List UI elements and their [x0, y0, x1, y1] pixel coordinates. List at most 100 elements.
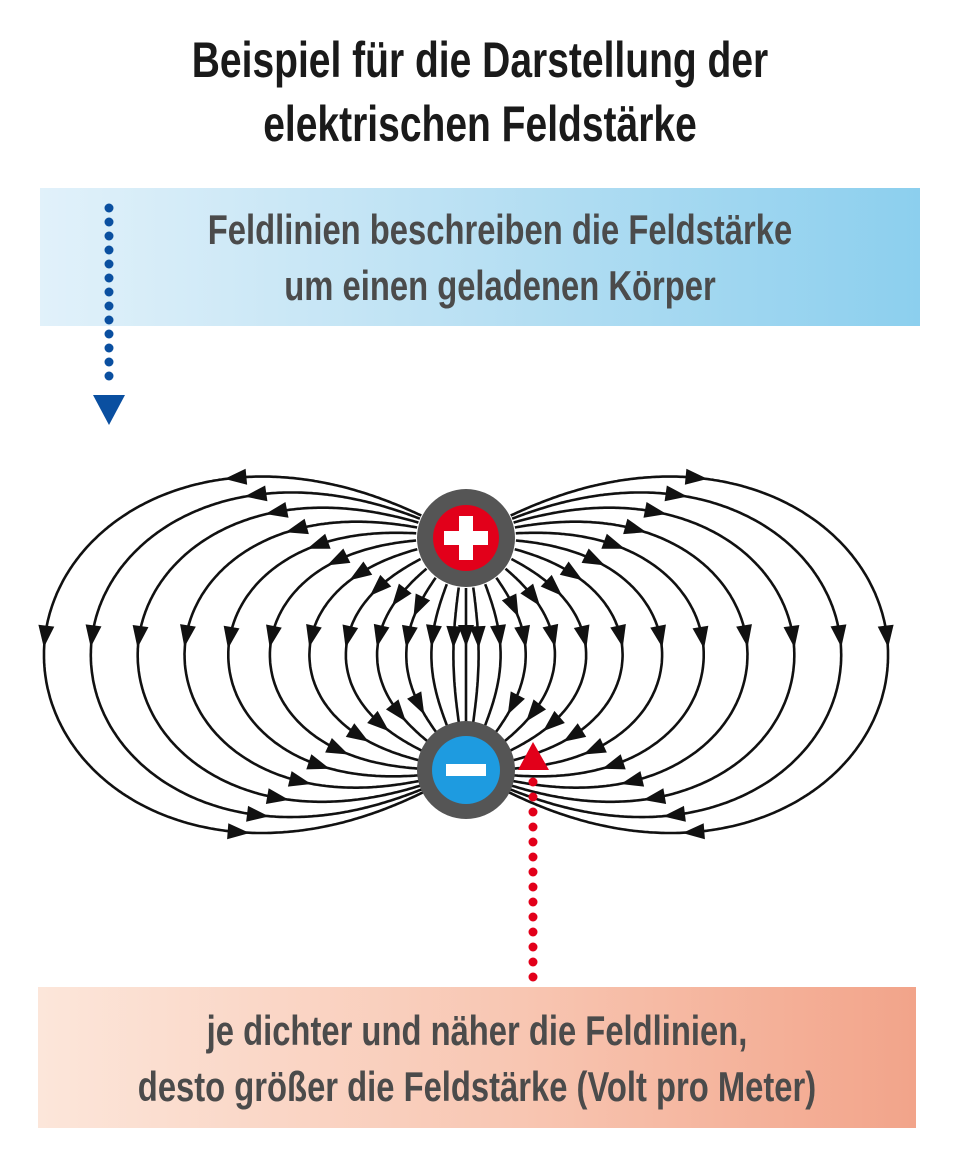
field-line — [509, 491, 843, 819]
arrowhead-icon — [581, 548, 605, 566]
field-line — [227, 531, 419, 778]
pointer-dot — [528, 912, 538, 922]
field-line — [183, 520, 420, 789]
pointer-dot — [528, 822, 538, 832]
arrowhead-icon — [325, 737, 349, 755]
arrowhead-icon — [458, 625, 474, 647]
arrowhead-icon — [367, 710, 390, 732]
arrowhead-icon — [227, 823, 250, 840]
arrowhead-icon — [877, 624, 894, 648]
pointer-dot — [528, 942, 538, 952]
arrowhead-icon — [244, 485, 268, 502]
arrowhead-icon — [307, 533, 331, 549]
bottom-note-line-2: desto größer die Feldstärke (Volt pro Me… — [137, 1063, 817, 1110]
field-line — [89, 491, 423, 819]
arrowhead-icon — [623, 518, 647, 535]
field-line — [513, 547, 624, 762]
arrowhead-icon — [573, 624, 590, 648]
arrowhead-icon — [369, 574, 392, 596]
arrowhead-icon — [490, 624, 506, 648]
arrowhead-icon — [426, 624, 442, 648]
arrowhead-icon — [643, 501, 667, 518]
blue-arrowhead-icon — [93, 395, 125, 425]
arrowhead-icon — [563, 723, 587, 742]
arrowhead-icon — [542, 623, 559, 648]
pointer-dot — [528, 957, 538, 967]
arrowhead-icon — [224, 468, 248, 485]
arrowhead-icon — [407, 691, 425, 715]
plus-icon — [444, 516, 488, 560]
arrowhead-icon — [132, 624, 149, 648]
arrowhead-icon — [542, 710, 565, 732]
field-line — [512, 520, 749, 789]
bottom-note-line-1: je dichter und näher die Feldlinien, — [206, 1007, 748, 1054]
arrowhead-icon — [663, 805, 686, 822]
red-dotted-pointer — [518, 742, 549, 982]
red-arrowhead-icon — [518, 742, 549, 770]
pointer-dot — [528, 927, 538, 937]
arrowhead-icon — [306, 754, 330, 770]
arrowhead-icon — [520, 583, 541, 607]
arrowhead-icon — [306, 624, 322, 648]
diagram-title: Beispiel für die Darstellung der elektri… — [0, 28, 960, 156]
arrowhead-icon — [514, 624, 530, 648]
title-line-2: elektrischen Feldstärke — [263, 96, 697, 152]
pointer-dot — [104, 245, 114, 255]
arrowhead-icon — [266, 624, 282, 648]
arrowhead-icon — [684, 468, 708, 485]
arrowhead-icon — [345, 723, 369, 742]
arrowhead-icon — [342, 624, 359, 648]
arrowhead-icon — [285, 518, 309, 535]
pointer-dot — [104, 287, 114, 297]
negative-charge — [417, 721, 515, 819]
pointer-dot — [528, 777, 538, 787]
arrowhead-icon — [650, 624, 666, 648]
positive-charge — [417, 489, 515, 587]
field-line — [483, 583, 502, 727]
arrowhead-icon — [446, 625, 463, 649]
pointer-dot — [528, 792, 538, 802]
field-line — [511, 506, 796, 804]
field-line — [42, 475, 425, 835]
arrowhead-icon — [830, 624, 847, 648]
arrowhead-icon — [180, 624, 196, 648]
pointer-dot — [528, 807, 538, 817]
field-line — [513, 539, 664, 770]
field-line — [507, 475, 890, 835]
pointer-dot — [104, 203, 114, 213]
arrowhead-icon — [783, 624, 800, 648]
arrowhead-icon — [469, 625, 486, 649]
pointer-dot — [528, 837, 538, 847]
arrowhead-icon — [526, 699, 547, 722]
arrowhead-icon — [682, 823, 705, 840]
top-note-line-1: Feldlinien beschreiben die Feldstärke — [207, 206, 793, 253]
field-lines — [42, 475, 890, 835]
arrowhead-icon — [583, 737, 607, 755]
arrowhead-icon — [540, 574, 563, 596]
arrowhead-icon — [391, 583, 412, 607]
field-line — [513, 531, 705, 778]
arrowhead-icon — [620, 771, 645, 787]
pointer-dot — [528, 897, 538, 907]
arrowhead-icon — [287, 771, 312, 787]
pointer-dot — [104, 315, 114, 325]
pointer-dot — [104, 259, 114, 269]
pointer-dot — [104, 217, 114, 227]
arrowhead-icon — [265, 501, 289, 518]
arrowhead-icon — [85, 624, 102, 648]
pointer-dot — [104, 329, 114, 339]
pointer-dot — [104, 371, 114, 381]
arrowhead-icon — [507, 691, 525, 715]
arrowhead-icon — [38, 624, 55, 648]
field-lines-note-box: Feldlinien beschreiben die Feldstärke um… — [40, 188, 920, 326]
blue-dotted-pointer — [93, 203, 125, 425]
field-line — [430, 583, 449, 727]
arrowhead-icon — [602, 754, 626, 770]
field-line — [308, 547, 419, 762]
pointer-dot — [104, 357, 114, 367]
arrowhead-icon — [246, 805, 269, 822]
arrowhead-icon — [349, 561, 373, 581]
arrowhead-icon — [692, 625, 709, 649]
arrowhead-icon — [265, 788, 289, 805]
